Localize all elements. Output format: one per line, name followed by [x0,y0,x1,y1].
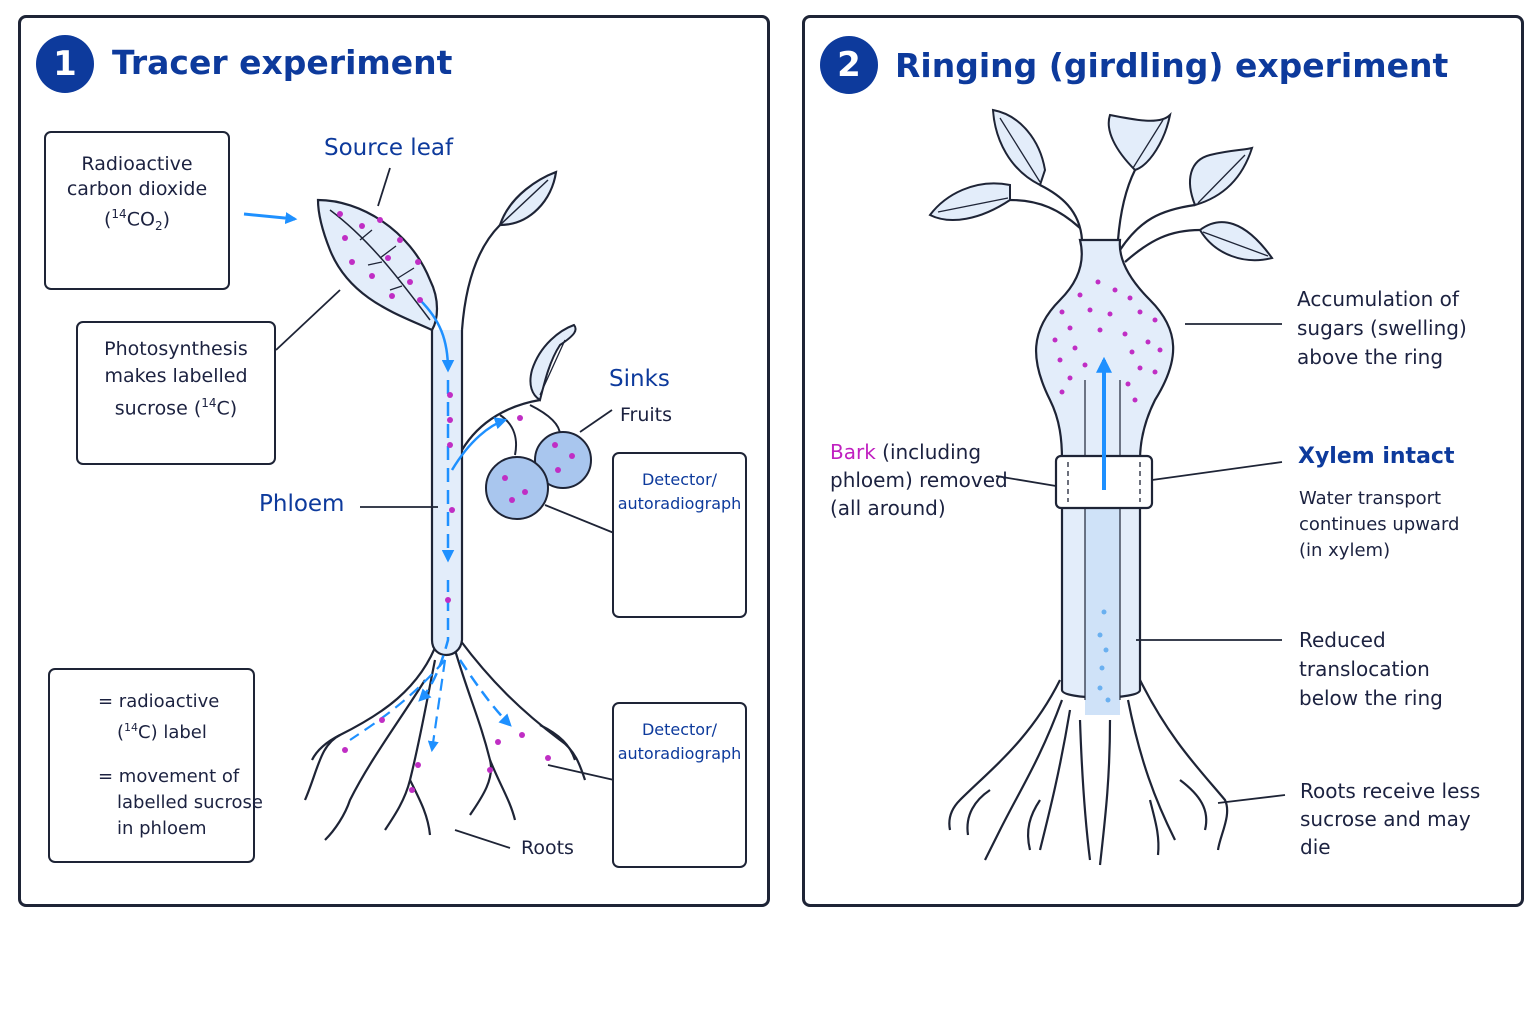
accumulation-line3: above the ring [1297,345,1444,369]
co2-box-line2: carbon dioxide [66,178,208,200]
xylem-intact-label: Xylem intact [1298,444,1455,469]
detector2-line2: autoradiograph [617,744,742,763]
detector2-line1: Detector/ [641,720,718,739]
legend-dot-line1: = radioactive [98,691,220,712]
source-leaf-label: Source leaf [324,135,454,161]
co2-box-line1: Radioactive [81,153,193,175]
panel1-title: Tracer experiment [112,43,453,82]
bark-line2: phloem) removed [830,468,1008,492]
legend-box [48,668,255,863]
roots-note-line3: die [1300,835,1331,859]
legend-dot-line2: (14C) label [117,721,207,743]
xylem-desc-line2: continues upward [1299,514,1460,535]
roots-label: Roots [521,837,574,859]
bark-word: Bark [830,440,876,464]
detector-roots-box [612,702,747,868]
accumulation-line1: Accumulation of [1297,287,1459,311]
detector-fruits-box [612,452,747,618]
accumulation-line2: sugars (swelling) [1297,316,1467,340]
photosynthesis-line2: makes labelled [104,365,248,387]
legend-arrow-line1: = movement of [98,766,240,787]
panel2-connectors [995,323,1286,804]
panel1-connectors [275,167,615,849]
phloem-label: Phloem [259,491,345,517]
roots-note-line1: Roots receive less [1300,779,1481,803]
detector1-line2: autoradiograph [617,494,742,513]
reduced-line2: translocation [1299,657,1430,681]
legend-arrow-line2: labelled sucrose [117,792,263,813]
ringing-experiment-panel [802,15,1524,907]
photosynthesis-line1: Photosynthesis [104,338,248,360]
sinks-label: Sinks [609,366,670,392]
reduced-line3: below the ring [1299,686,1443,710]
ringing-plant [928,108,1274,866]
co2-formula: (14CO2) [104,207,170,234]
bark-line1: Bark (including [830,440,982,464]
co2-box [44,131,230,290]
legend-arrow-line3: in phloem [117,818,207,839]
panel1-number-badge: 1 [36,35,94,93]
xylem-desc-line1: Water transport [1299,488,1442,509]
panel2-number-badge: 2 [820,36,878,94]
roots-note-line2: sucrose and may [1300,807,1471,831]
detector1-line1: Detector/ [641,470,718,489]
xylem-desc-line3: (in xylem) [1299,540,1391,561]
photosynthesis-box [76,321,276,465]
fruits-label: Fruits [620,404,673,426]
reduced-line1: Reduced [1299,628,1386,652]
panel2-title: Ringing (girdling) experiment [895,46,1449,85]
photosynthesis-line3: sucrose (14C) [114,396,238,420]
tracer-plant [303,170,592,841]
bark-line3: (all around) [830,496,946,520]
